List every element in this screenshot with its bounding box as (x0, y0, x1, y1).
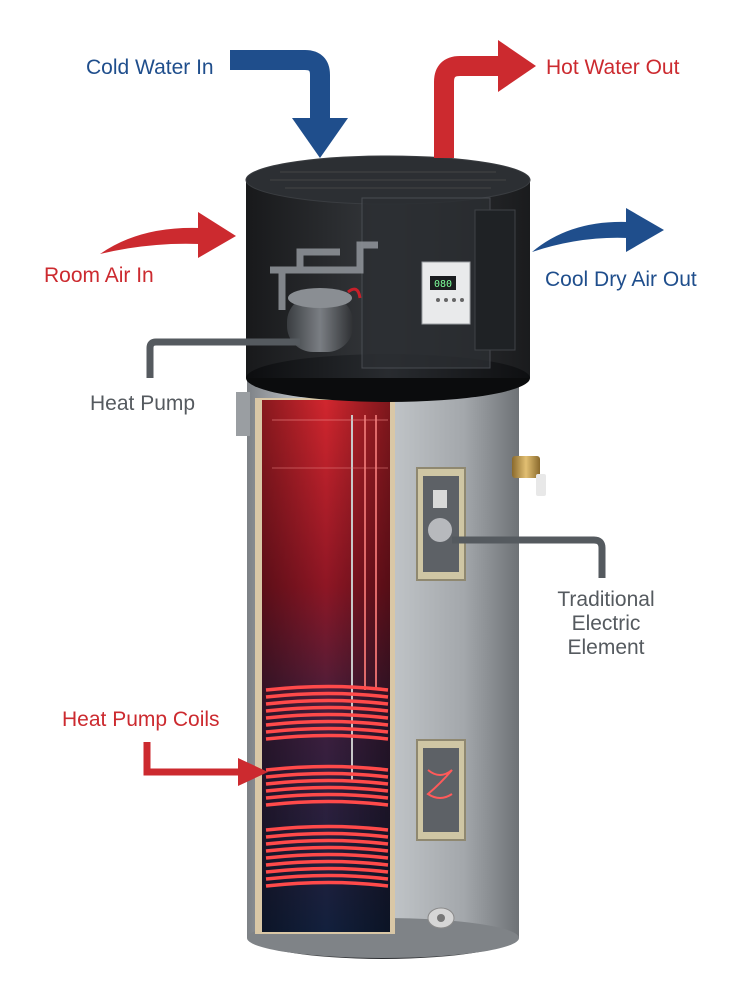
control-panel: 080 (421, 261, 471, 325)
traditional-electric-element-label: Traditional Electric Element (545, 588, 667, 660)
room-air-in-label: Room Air In (44, 264, 154, 287)
coil-loop (265, 719, 389, 727)
electric-element-label-line-1: Traditional (557, 588, 655, 611)
cool-dry-air-out-label: Cool Dry Air Out (545, 268, 697, 291)
display-readout: 080 (434, 279, 452, 290)
heat-pump-coils (265, 684, 389, 888)
hot-water-out-label: Hot Water Out (546, 56, 680, 79)
coil-loop (265, 771, 389, 779)
compressor (287, 287, 362, 352)
electric-element-label-line-3: Element (567, 636, 645, 659)
coil-loop (265, 698, 389, 706)
cold-water-in-arrow (230, 50, 348, 158)
coil-loop (265, 831, 389, 839)
coil-loop (265, 764, 389, 772)
coil-loop (265, 712, 389, 720)
junction-box (236, 392, 250, 436)
cold-water-in-label: Cold Water In (86, 56, 214, 79)
coil-loop (265, 733, 389, 741)
electric-element-callout-line (452, 536, 606, 578)
electric-element-label-line-2: Electric (571, 612, 641, 635)
coil-loop (265, 866, 389, 874)
coil-loop (265, 845, 389, 853)
coil-loop (265, 785, 389, 793)
coil-loop (265, 705, 389, 713)
relief-valve (512, 456, 546, 496)
lower-element-panel (416, 739, 466, 841)
coil-loop (265, 838, 389, 846)
heat-pump-callout-line (146, 338, 300, 378)
heat-pump-coils-label: Heat Pump Coils (62, 708, 220, 731)
hot-water-out-arrow (434, 40, 536, 158)
cool-dry-air-out-arrow (532, 208, 664, 252)
coil-loop (265, 684, 389, 692)
room-air-in-arrow (100, 212, 236, 258)
heat-pump-label: Heat Pump (90, 392, 196, 415)
coil-loop (265, 778, 389, 786)
coil-loop (265, 873, 389, 881)
coil-loop (265, 880, 389, 888)
coil-loop (265, 852, 389, 860)
coil-loop (265, 792, 389, 800)
upper-element-panel (416, 467, 466, 581)
coil-loop (265, 726, 389, 734)
drain-valve (427, 907, 455, 929)
heat-pump-housing (245, 155, 531, 402)
coil-loop (265, 799, 389, 807)
coil-loop (265, 859, 389, 867)
heat-pump-coils-callout-line (143, 742, 268, 786)
coil-loop (265, 824, 389, 832)
coil-loop (265, 691, 389, 699)
